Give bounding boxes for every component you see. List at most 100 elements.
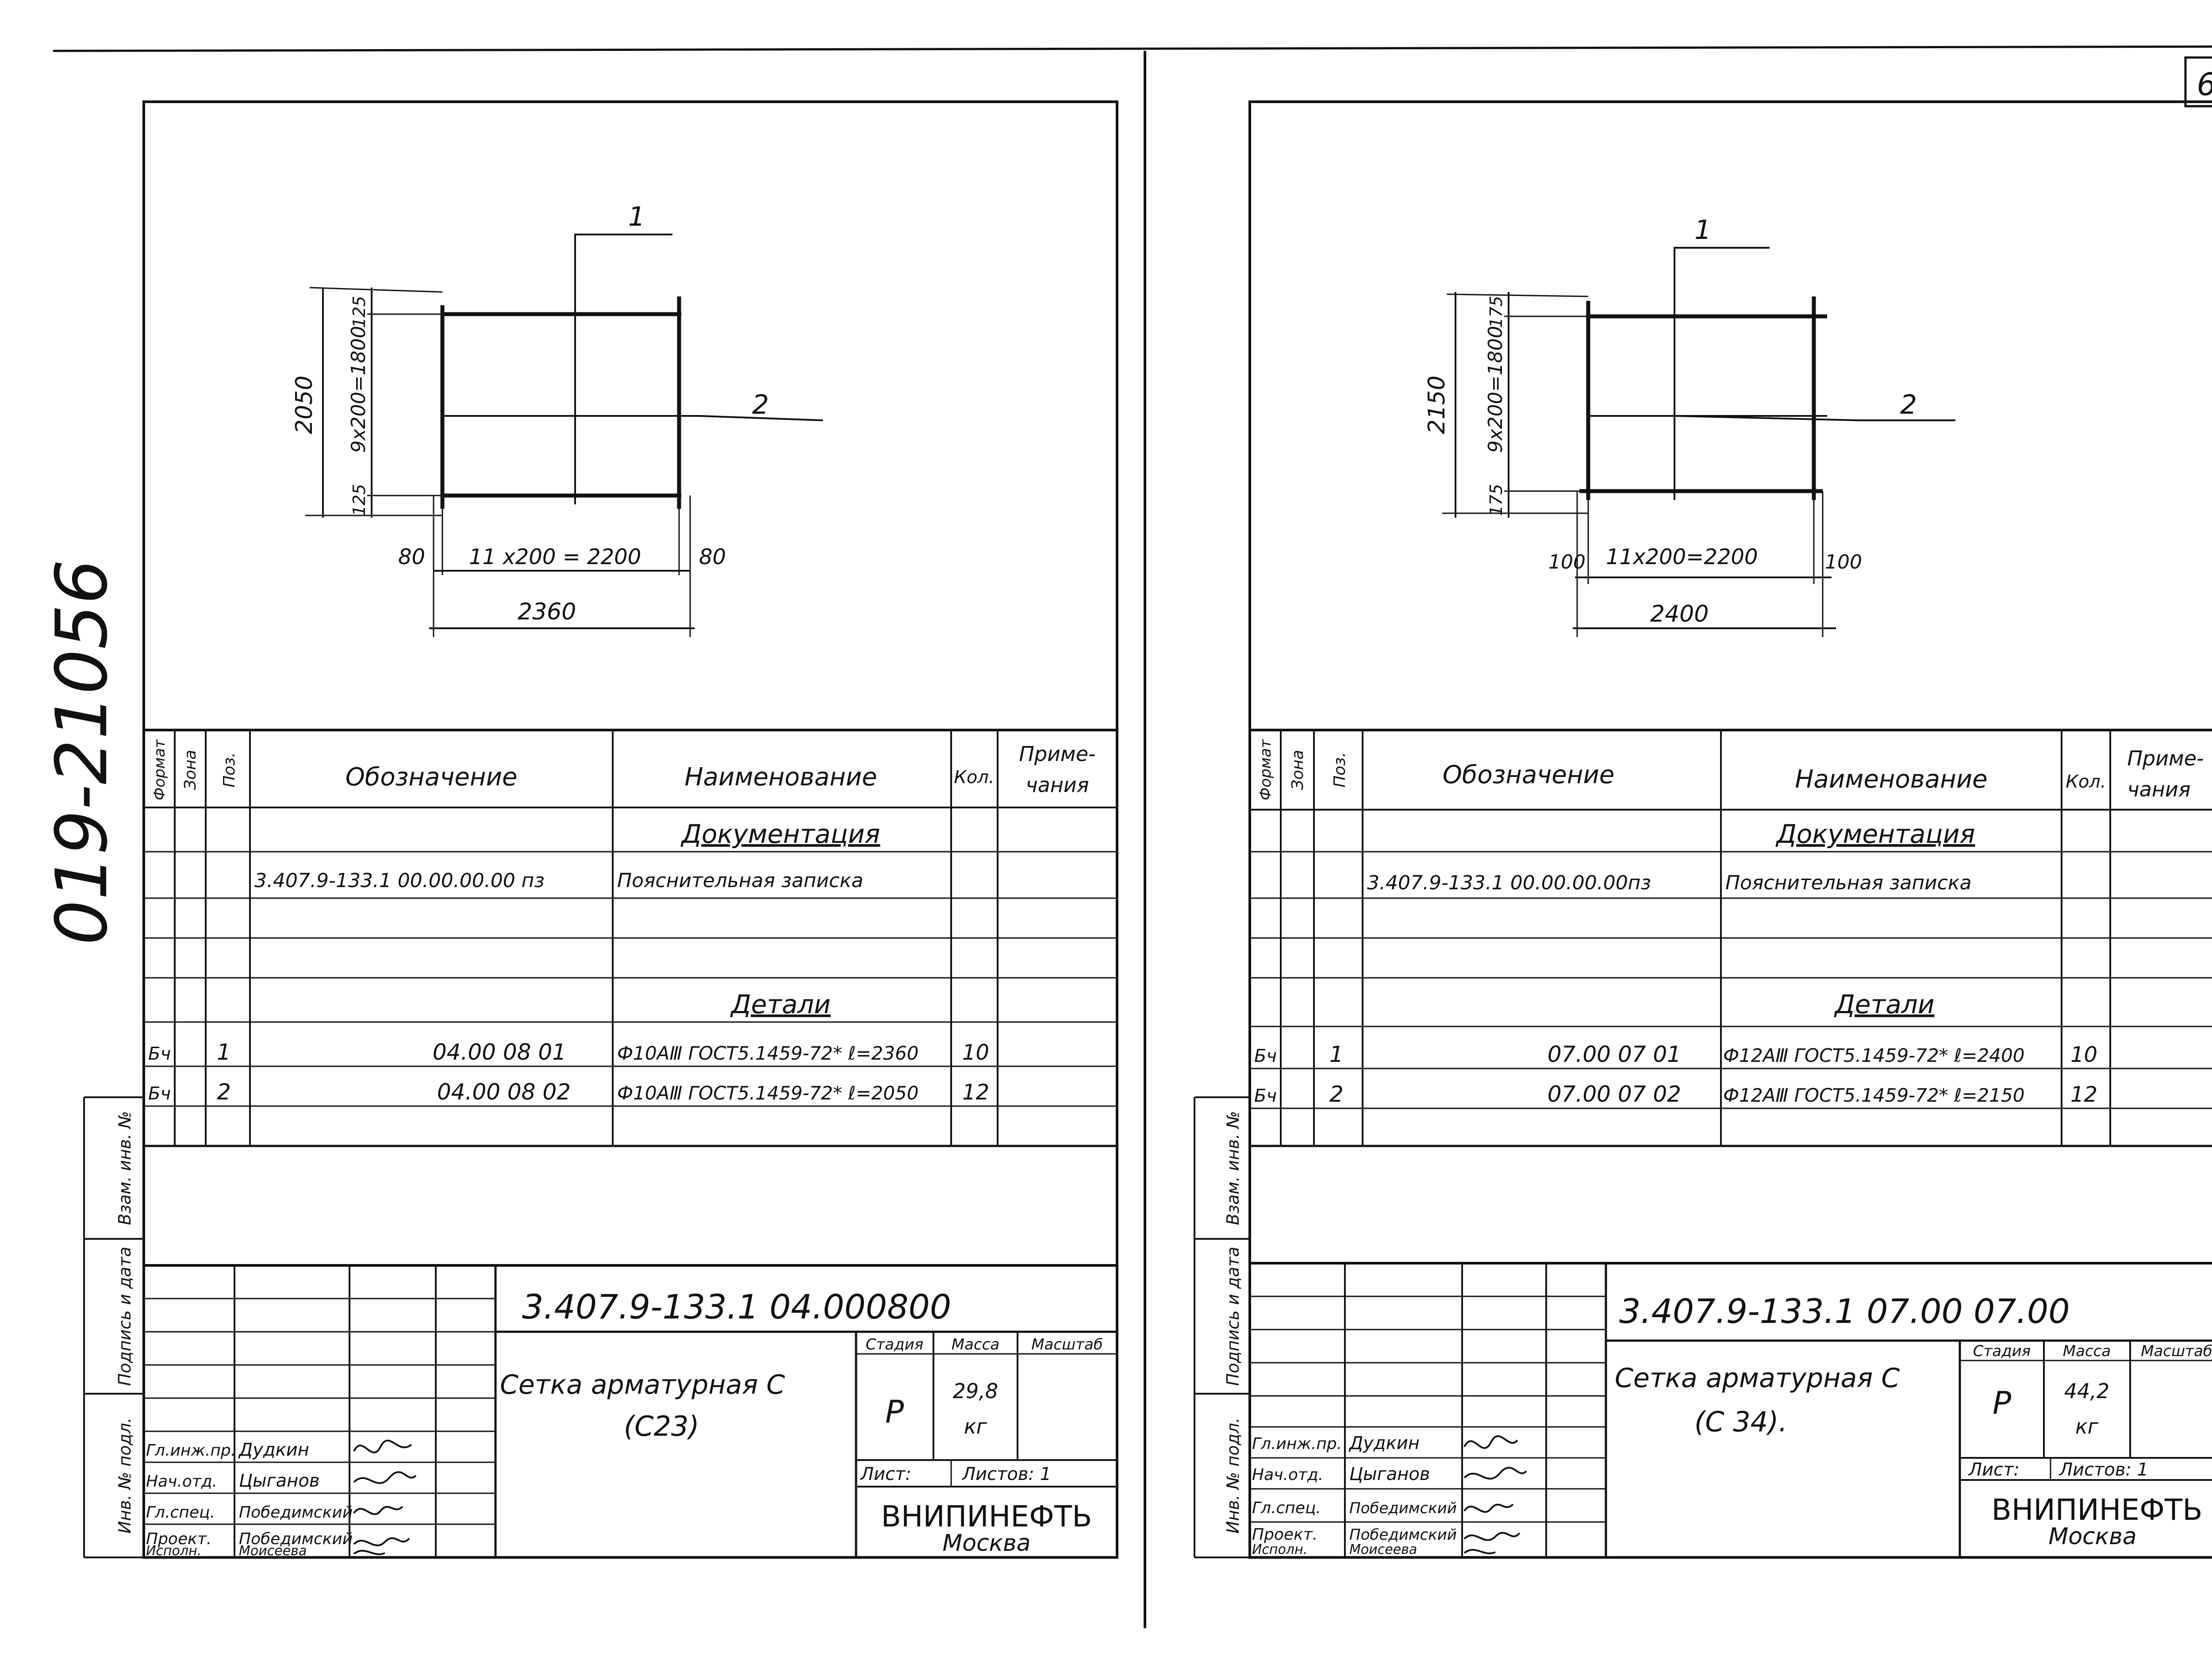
right-section-doc: Документация: [1775, 819, 1975, 849]
left-dim-width-total: 2360: [518, 599, 576, 625]
right-side-stamp-sign: Подпись и дата: [1223, 1247, 1243, 1386]
right-side-stamp-replace: Взам. инв. №: [1223, 1111, 1243, 1225]
right-mass-unit: кг: [2075, 1414, 2099, 1438]
left-tb-role-2: Нач.отд.: [146, 1472, 217, 1491]
right-th-pos: Поз.: [1331, 752, 1349, 788]
right-city: Москва: [2048, 1523, 2136, 1550]
left-dim-edge-left: 80: [398, 545, 425, 569]
right-row1-format: Бч: [1254, 1046, 1277, 1066]
right-th-designation: Обозначение: [1443, 761, 1615, 789]
left-th-note-2: чания: [1025, 773, 1089, 797]
left-tb-person-3: Победимский: [239, 1503, 353, 1522]
right-row1-name: Ф12АⅢ ГОСТ5.1459-72* ℓ=2400: [1723, 1045, 2024, 1066]
left-stage: Р: [885, 1394, 904, 1430]
right-title-block: Гл.инж.пр. Дудкин Нач.отд. Цыганов Гл.сп…: [1250, 1262, 2212, 1557]
right-tb-role-1: Гл.инж.пр.: [1252, 1435, 1342, 1453]
right-organization: ВНИПИНЕФТЬ: [1991, 1493, 2202, 1527]
left-mass-unit: кг: [964, 1414, 987, 1438]
right-doc-designation: 3.407.9-133.1 00.00.00.00пз: [1367, 872, 1651, 894]
left-row1-qty: 10: [962, 1040, 989, 1065]
left-mesh-drawing: 1 2 2050 9x200=1800 125 125 80 11 x200 =…: [291, 201, 823, 637]
left-dim-edge-right: 80: [699, 545, 726, 569]
left-tb-person-5: Моисеева: [239, 1543, 307, 1559]
right-th-note-1: Приме-: [2127, 746, 2204, 770]
left-tb-person-1: Дудкин: [238, 1440, 309, 1460]
right-tb-person-1: Дудкин: [1348, 1433, 1420, 1453]
left-spec-table: Формат Зона Поз. Обозначение Наименовани…: [144, 729, 1117, 1147]
left-side-stamp: Инв. № подл. Подпись и дата Взам. инв. №: [83, 1096, 144, 1558]
left-dim-edge-bottom: 125: [349, 484, 369, 516]
right-leader-1: 1: [1694, 215, 1711, 246]
right-tb-role-5: Исполн.: [1252, 1542, 1307, 1557]
right-tb-person-4: Победимский: [1349, 1526, 1457, 1544]
left-sheet-frame: [142, 100, 1118, 1559]
side-stamp-inv: Инв. № подл.: [115, 1418, 134, 1534]
left-th-designation: Обозначение: [346, 763, 518, 792]
left-row2-qty: 12: [962, 1080, 989, 1105]
archive-number: 019-21056: [40, 559, 123, 945]
right-row1-qty: 10: [2070, 1042, 2097, 1067]
right-dim-width-total: 2400: [1650, 601, 1709, 627]
right-th-name: Наименование: [1795, 765, 1987, 794]
left-row1-designation: 04.00 08 01: [433, 1039, 566, 1065]
page-number-box: [2184, 56, 2212, 108]
right-row1-designation: 07.00 07 01: [1548, 1042, 1681, 1067]
right-th-zone: Зона: [1289, 750, 1307, 790]
left-section-doc: Документация: [680, 819, 880, 849]
right-dim-spacing-vertical: 9x200=1800: [1484, 326, 1507, 453]
right-side-stamp: Инв. № подл. Подпись и дата Взам. инв. №: [1194, 1096, 1250, 1558]
left-organization: ВНИПИНЕФТЬ: [881, 1499, 1092, 1534]
right-code: 3.407.9-133.1 07.00 07.00: [1619, 1291, 2070, 1331]
right-row1-pos: 1: [1329, 1042, 1344, 1067]
right-sheets-label: Листов: 1: [2058, 1460, 2148, 1480]
left-city: Москва: [942, 1530, 1030, 1557]
left-row1-name: Ф10АⅢ ГОСТ5.1459-72* ℓ=2360: [617, 1042, 918, 1064]
right-sheet-label: Лист:: [1968, 1460, 2020, 1480]
right-leader-2: 2: [1900, 389, 1917, 420]
right-sheet: Инв. № подл. Подпись и дата Взам. инв. №…: [1194, 100, 2212, 1559]
left-tb-role-3: Гл.спец.: [146, 1503, 215, 1522]
left-th-scale: Масштаб: [1031, 1336, 1103, 1353]
left-th-name: Наименование: [684, 763, 877, 792]
left-sheets-label: Листов: 1: [961, 1464, 1051, 1484]
right-title-1: Сетка арматурная С: [1615, 1363, 1900, 1394]
left-row1-format: Бч: [148, 1044, 171, 1064]
right-dim-height-total: 2150: [1424, 376, 1450, 434]
side-stamp-replace: Взам. инв. №: [115, 1111, 134, 1225]
right-tb-role-2: Нач.отд.: [1252, 1466, 1323, 1484]
left-row1-pos: 1: [217, 1039, 231, 1065]
right-th-format: Формат: [1257, 739, 1275, 800]
left-th-pos: Поз.: [220, 752, 238, 788]
left-th-qty: Кол.: [954, 767, 994, 788]
right-tb-person-2: Цыганов: [1349, 1464, 1430, 1484]
right-row2-format: Бч: [1254, 1086, 1277, 1106]
left-tb-role-5: Исполн.: [146, 1543, 201, 1559]
right-section-parts: Детали: [1833, 989, 1934, 1019]
page-number: 61: [2197, 66, 2212, 103]
left-th-mass: Масса: [952, 1336, 999, 1353]
right-th-scale: Масштаб: [2141, 1342, 2212, 1360]
right-title-2: (С 34).: [1694, 1406, 1787, 1438]
right-tb-person-5: Моисеева: [1349, 1542, 1417, 1557]
left-dim-height-total: 2050: [291, 376, 318, 434]
right-mass: 44,2: [2064, 1379, 2109, 1403]
left-code: 3.407.9-133.1 04.000800: [522, 1287, 951, 1326]
left-title-2: (С23): [624, 1410, 699, 1442]
right-mesh-drawing: 1 2 2150 9x200=1800 175 175 100 11x200=2…: [1424, 215, 1955, 637]
right-th-note-2: чания: [2127, 777, 2190, 801]
left-row2-pos: 2: [217, 1079, 231, 1105]
right-row2-pos: 2: [1329, 1081, 1344, 1107]
right-dim-edge-top: 175: [1486, 296, 1506, 328]
right-doc-name: Пояснительная записка: [1725, 872, 1971, 894]
right-spec-table: Формат Зона Поз. Обозначение Наименовани…: [1250, 729, 2212, 1147]
left-row2-format: Бч: [148, 1084, 171, 1104]
right-th-qty: Кол.: [2066, 772, 2106, 792]
left-th-stage: Стадия: [866, 1336, 923, 1353]
side-stamp-sign: Подпись и дата: [115, 1247, 134, 1386]
right-row2-qty: 12: [2070, 1082, 2097, 1107]
left-dim-edge-top: 125: [349, 296, 369, 328]
right-stage: Р: [1993, 1385, 2012, 1421]
left-sheet-label: Лист:: [860, 1464, 911, 1484]
left-tb-role-4: Проект.: [146, 1530, 211, 1548]
